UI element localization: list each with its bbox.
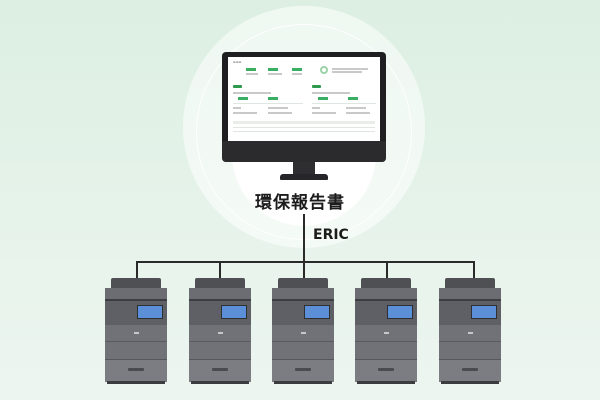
screen-table-row bbox=[233, 127, 375, 129]
report-screen: ▬▬▬ bbox=[228, 57, 380, 141]
screen-text bbox=[332, 68, 368, 70]
screen-kpi bbox=[268, 68, 278, 71]
screen-divider bbox=[312, 103, 376, 105]
screen-donut bbox=[320, 66, 328, 74]
screen-table-row bbox=[233, 131, 375, 133]
printer-icon bbox=[355, 278, 417, 384]
screen-text bbox=[246, 73, 258, 75]
screen-header: ▬▬▬ bbox=[233, 60, 242, 64]
screen-kpi bbox=[348, 97, 358, 100]
screen-chip bbox=[233, 85, 242, 88]
screen-text bbox=[346, 107, 366, 109]
screen-text bbox=[268, 112, 292, 114]
drop-line bbox=[473, 261, 475, 278]
printer-icon bbox=[439, 278, 501, 384]
screen-kpi bbox=[292, 68, 302, 71]
drop-line bbox=[219, 261, 221, 278]
drop-line bbox=[136, 261, 138, 278]
screen-chip bbox=[312, 85, 321, 88]
drop-line bbox=[386, 261, 388, 278]
screen-kpi bbox=[268, 97, 278, 100]
screen-text bbox=[346, 112, 370, 114]
connection-label: ERIC bbox=[313, 227, 349, 243]
screen-text bbox=[233, 92, 271, 94]
report-title: 環保報告書 bbox=[255, 193, 345, 213]
trunk-line bbox=[303, 214, 305, 262]
screen-kpi bbox=[246, 68, 256, 71]
screen-text bbox=[312, 107, 320, 109]
screen-text bbox=[332, 71, 362, 73]
printer-icon bbox=[189, 278, 251, 384]
monitor-stand-base bbox=[280, 174, 328, 180]
monitor-stand-neck bbox=[293, 162, 315, 174]
screen-text bbox=[312, 92, 350, 94]
screen-kpi bbox=[318, 97, 328, 100]
drop-line bbox=[303, 261, 305, 278]
screen-text bbox=[268, 107, 288, 109]
screen-text bbox=[233, 107, 241, 109]
screen-text bbox=[312, 112, 336, 114]
screen-text bbox=[268, 73, 282, 75]
monitor-chin bbox=[222, 141, 386, 162]
monitor-icon: ▬▬▬ bbox=[222, 52, 386, 162]
screen-divider bbox=[233, 103, 303, 105]
screen-kpi bbox=[238, 97, 248, 100]
printer-icon bbox=[272, 278, 334, 384]
screen-text bbox=[233, 112, 257, 114]
screen-text bbox=[292, 73, 302, 75]
screen-table-header bbox=[233, 121, 375, 124]
bus-line bbox=[136, 261, 475, 263]
printer-icon bbox=[105, 278, 167, 384]
